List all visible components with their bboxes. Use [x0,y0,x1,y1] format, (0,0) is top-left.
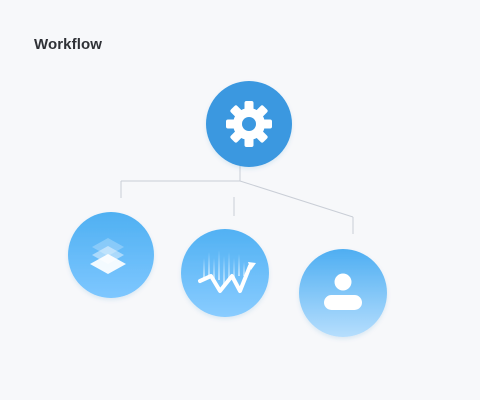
connector-lines [120,166,354,234]
child-node-layers[interactable] [68,212,154,298]
page-title: Workflow [34,36,103,53]
root-node[interactable] [206,81,292,167]
layers-icon [90,238,126,274]
user-icon [324,273,362,310]
activity-wave-icon [198,250,256,293]
child-node-activity[interactable] [181,229,269,317]
child-node-user[interactable] [299,249,387,337]
gear-icon [226,101,272,147]
